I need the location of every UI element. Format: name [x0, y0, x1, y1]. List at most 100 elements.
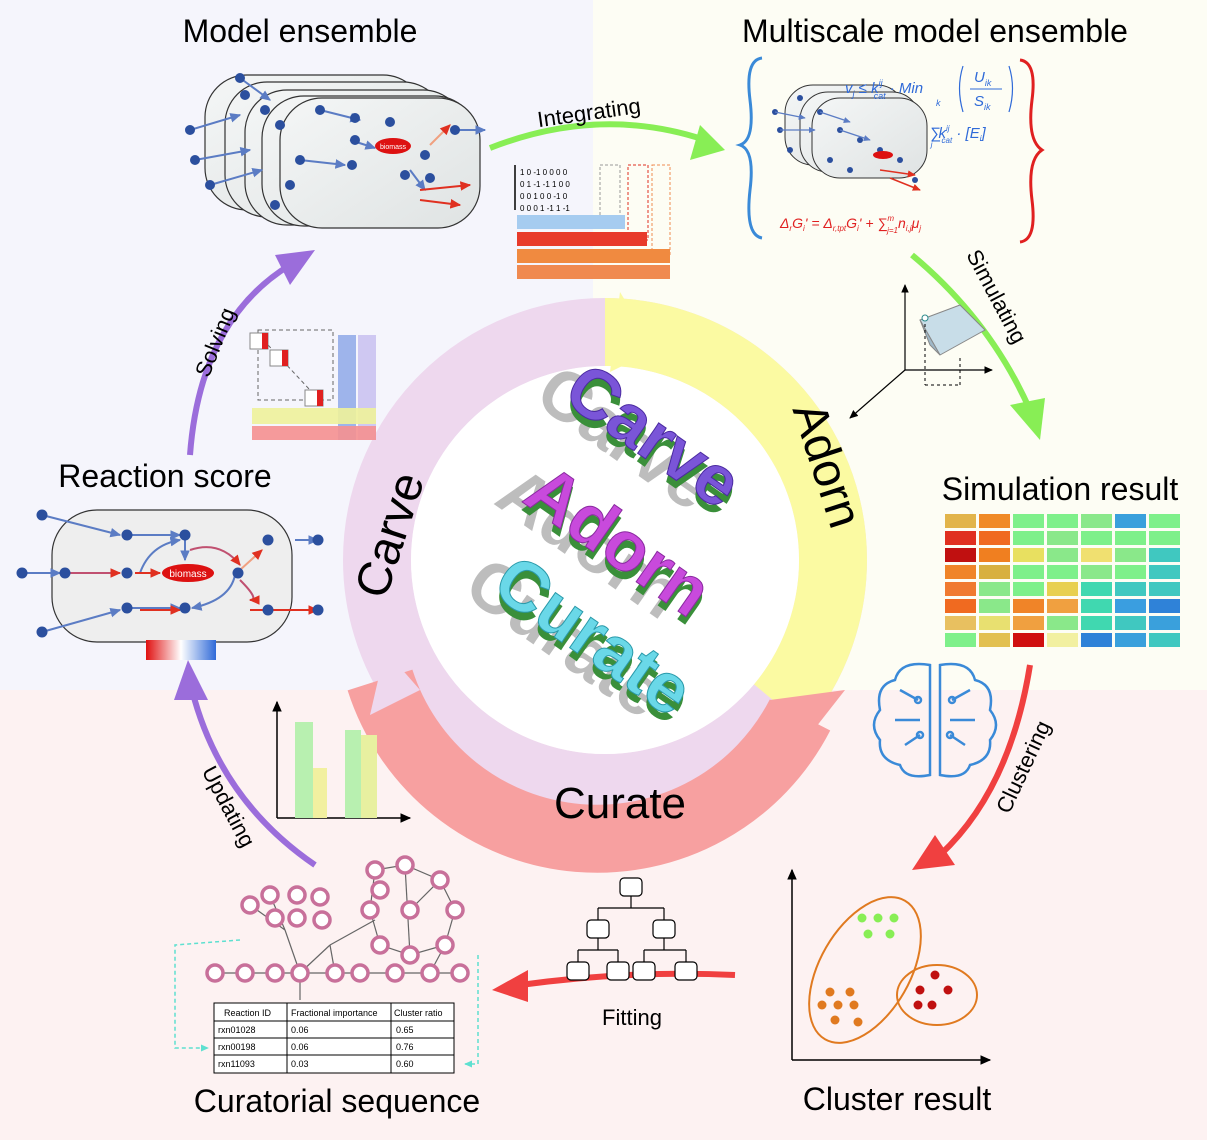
- fitting-label: Fitting: [602, 1005, 662, 1030]
- heatmap-cell: [1047, 633, 1078, 647]
- simulating-arrowhead: [1010, 398, 1045, 440]
- heatmap-cell: [1115, 514, 1146, 528]
- table-cell: rxn00198: [218, 1042, 256, 1052]
- model-ensemble-cells: biomass: [185, 73, 487, 229]
- heatmap-cell: [1081, 565, 1112, 579]
- heatmap-cell: [945, 582, 976, 596]
- cluster-ellipse-1: [808, 896, 922, 1044]
- svg-text:Sik: Sik: [974, 93, 991, 112]
- heatmap-cell: [945, 616, 976, 630]
- heatmap-cell: [1115, 548, 1146, 562]
- reaction-score-title: Reaction score: [58, 458, 271, 494]
- solving-arrow: [187, 262, 292, 456]
- heatmap-cell: [1115, 565, 1146, 579]
- table-cell: 0.65: [396, 1025, 414, 1035]
- adorn-ring-segment: [604, 298, 868, 728]
- heatmap-cell: [1081, 616, 1112, 630]
- heatmap-cell: [979, 599, 1010, 613]
- heatmap-cell: [1047, 548, 1078, 562]
- heatmap-cell: [945, 633, 976, 647]
- svg-text:Uik: Uik: [974, 69, 992, 88]
- heatmap-cell: [1149, 565, 1180, 579]
- model-ensemble-title: Model ensemble: [183, 13, 418, 49]
- heatmap-cell: [1081, 514, 1112, 528]
- heatmap-cell: [1149, 531, 1180, 545]
- heatmap-cell: [1115, 599, 1146, 613]
- updating-arrow: [189, 689, 317, 868]
- heatmap-cell: [1013, 565, 1044, 579]
- matrix-row-2: 0 1 -1 -1 1 0 0: [520, 180, 570, 189]
- score-biomass-label: biomass: [169, 569, 206, 580]
- heatmap-cell: [979, 531, 1010, 545]
- stoichiometric-matrix: 1 0 -1 0 0 0 0 0 1 -1 -1 1 0 0 0 0 1 0 0…: [514, 164, 671, 279]
- curatorial-sequence-title: Curatorial sequence: [194, 1083, 480, 1119]
- reaction-score-cell: biomass: [16, 509, 324, 643]
- updating-arrowhead: [174, 660, 208, 700]
- heatmap-cell: [1013, 599, 1044, 613]
- clustering-arrow: [937, 664, 1033, 858]
- matrix-row-4: 0 0 0 1 -1 1 -1: [520, 204, 570, 213]
- cluster-plot: [787, 868, 992, 1065]
- simulation-heatmap: [945, 514, 1180, 647]
- heatmap-cell: [945, 548, 976, 562]
- heatmap-cell: [1149, 582, 1180, 596]
- heatmap-cell: [1013, 582, 1044, 596]
- curation-network: [174, 855, 479, 1068]
- carve-ring-arrowhead: [370, 650, 420, 715]
- cluster-ellipse-2: [896, 964, 978, 1026]
- heatmap-cell: [1047, 582, 1078, 596]
- heatmap-cell: [945, 599, 976, 613]
- decision-tree-icon: [566, 877, 698, 981]
- model-biomass-label: biomass: [380, 144, 407, 151]
- model-biomass-node: [375, 138, 411, 154]
- heatmap-cell: [1013, 616, 1044, 630]
- heatmap-cell: [1013, 514, 1044, 528]
- heatmap-cell: [979, 633, 1010, 647]
- solution-space-plot: [849, 284, 993, 419]
- heatmap-cell: [979, 582, 1010, 596]
- fitting-arrowhead: [492, 970, 528, 1002]
- adorn-ring-arrowhead: [610, 292, 655, 372]
- integrating-arrowhead: [690, 125, 725, 160]
- heatmap-cell: [945, 514, 976, 528]
- table-cell: rxn01028: [218, 1025, 256, 1035]
- importance-bar-icon: [272, 700, 412, 823]
- heatmap-cell: [1149, 548, 1180, 562]
- heatmap-cell: [1115, 531, 1146, 545]
- heatmap-cell: [1149, 616, 1180, 630]
- heatmap-cell: [1081, 548, 1112, 562]
- table-header-fractional-importance: Fractional importance: [291, 1008, 378, 1018]
- heatmap-cell: [1149, 633, 1180, 647]
- reaction-importance-table: Reaction ID Fractional importance Cluste…: [213, 1002, 455, 1074]
- heatmap-cell: [945, 565, 976, 579]
- solving-arrowhead: [275, 250, 315, 285]
- heatmap-cell: [979, 548, 1010, 562]
- multiscale-cells: [772, 84, 928, 191]
- svg-text:ΔrGi' = Δr,tptGi' + ∑mj=1ni,jμ: ΔrGi' = Δr,tptGi' + ∑mj=1ni,jμj: [779, 214, 921, 235]
- heatmap-cell: [1081, 633, 1112, 647]
- heatmap-cell: [979, 616, 1010, 630]
- heatmap-cell: [1149, 599, 1180, 613]
- table-cell: 0.60: [396, 1059, 414, 1069]
- solving-matrix-icon: [249, 329, 376, 440]
- matrix-row-3: 0 0 1 0 0 -1 0: [520, 192, 568, 201]
- ring-center: [411, 366, 799, 754]
- table-cell: 0.06: [291, 1042, 309, 1052]
- heatmap-cell: [979, 565, 1010, 579]
- table-cell: rxn11093: [218, 1059, 255, 1069]
- heatmap-cell: [1047, 514, 1078, 528]
- heatmap-cell: [1149, 514, 1180, 528]
- clustering-arrowhead: [912, 835, 955, 870]
- heatmap-cell: [1013, 548, 1044, 562]
- heatmap-cell: [1047, 616, 1078, 630]
- heatmap-cell: [1115, 616, 1146, 630]
- simulation-result-title: Simulation result: [942, 471, 1179, 507]
- curate-ring-segment: [347, 669, 831, 873]
- heatmap-cell: [1081, 582, 1112, 596]
- multiscale-left-brace: [735, 56, 763, 240]
